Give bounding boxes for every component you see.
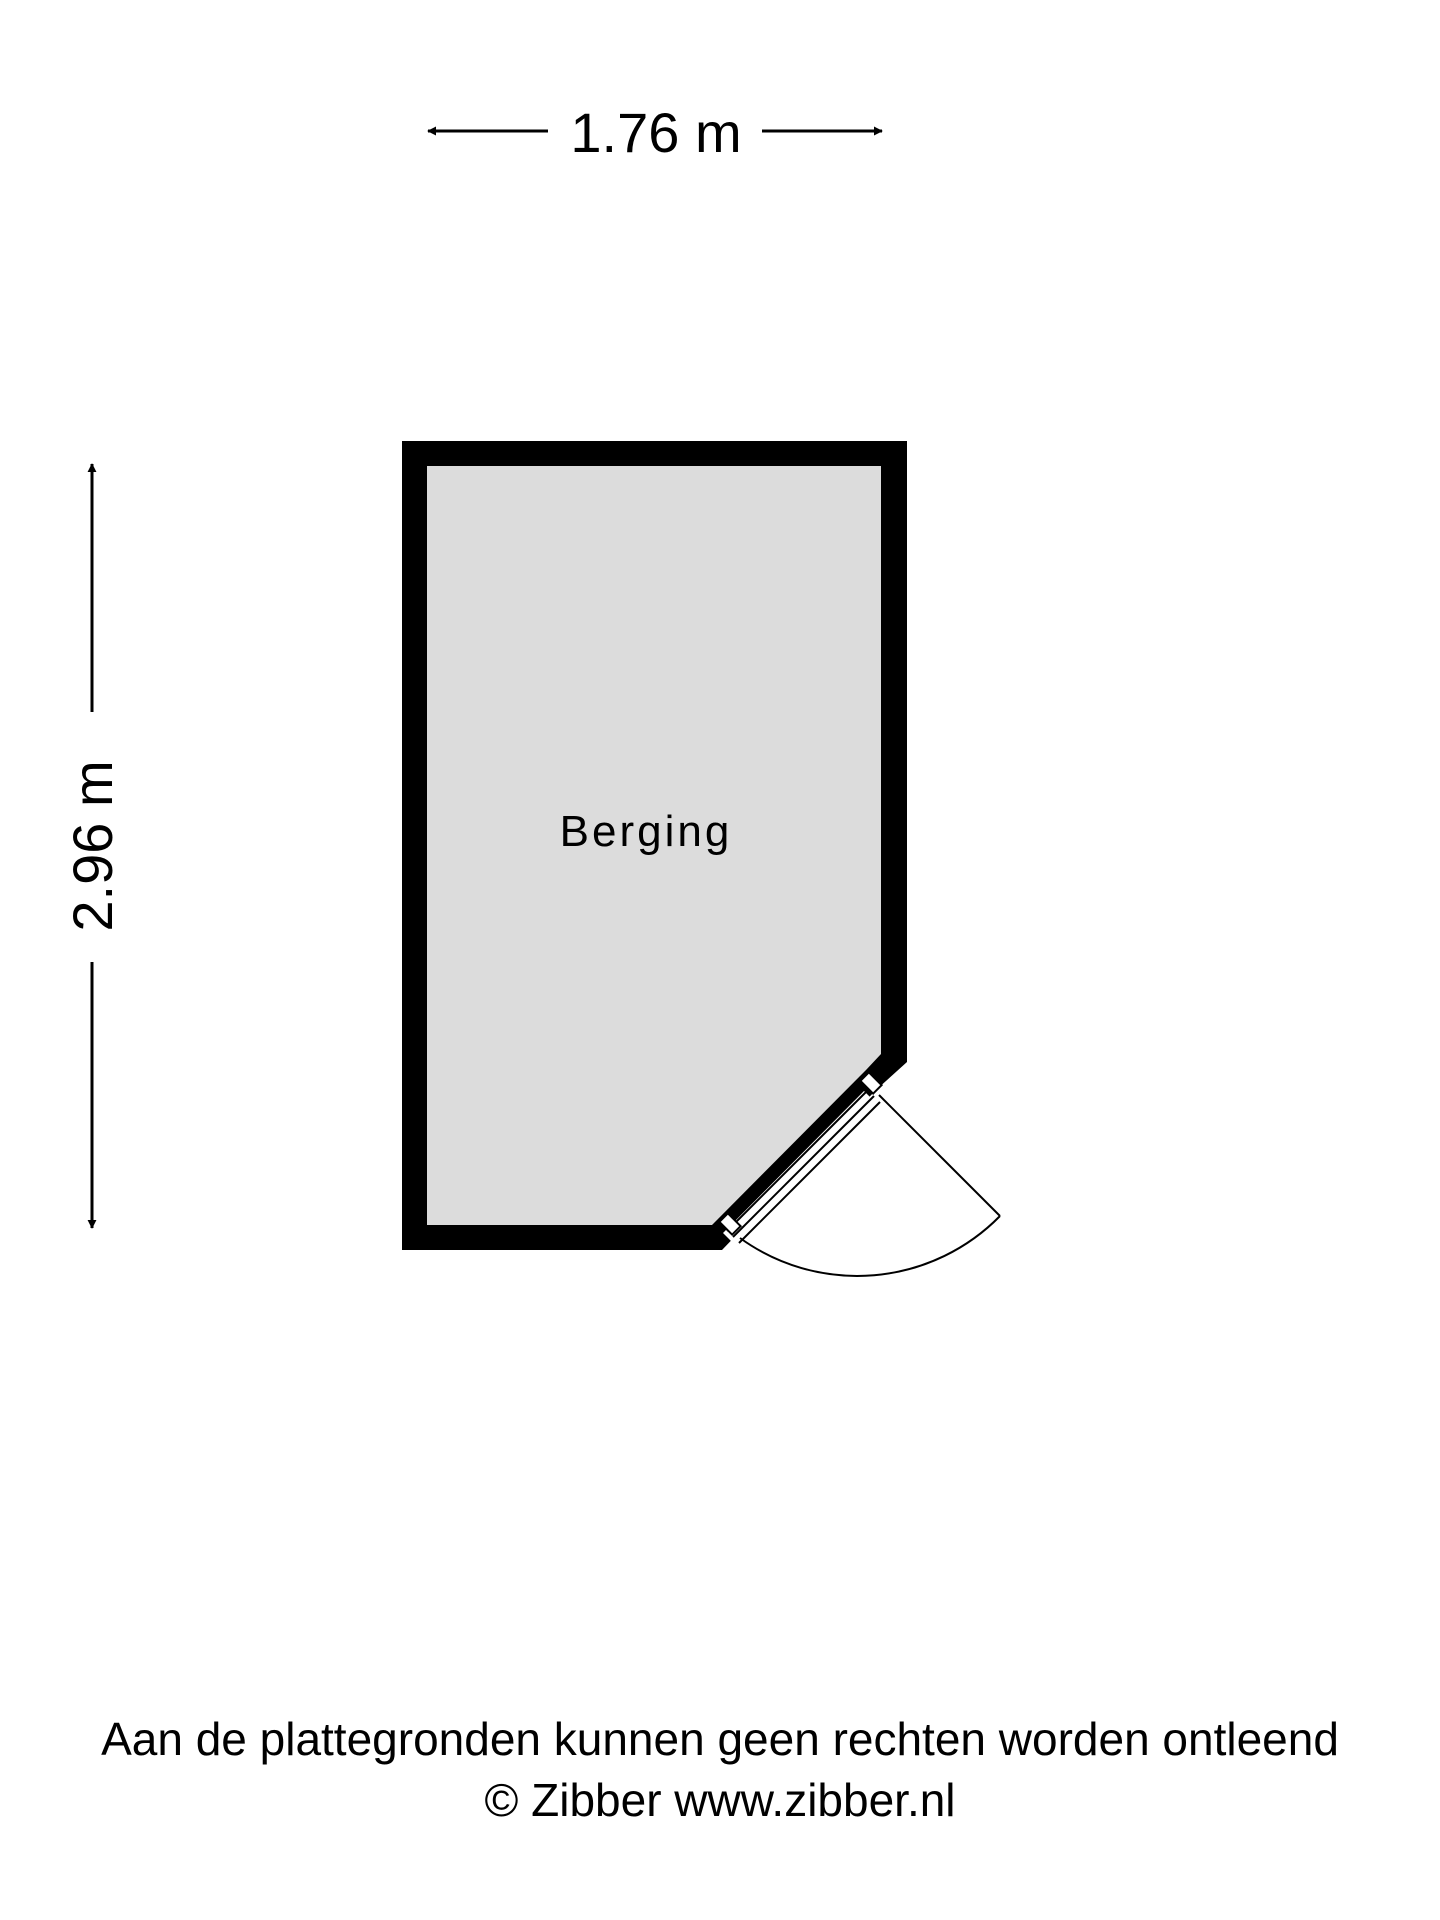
door-opening bbox=[723, 1091, 883, 1252]
room-storage bbox=[402, 441, 907, 1250]
door-leaf bbox=[878, 1094, 1001, 1217]
height-dimension-label: 2.96 m bbox=[61, 760, 124, 931]
room-label: Berging bbox=[560, 807, 733, 856]
door-frame-line-2 bbox=[732, 1095, 875, 1238]
door-jamb-upper bbox=[858, 1070, 884, 1096]
width-dimension: 1.76 m bbox=[427, 101, 883, 164]
copyright-text: © Zibber www.zibber.nl bbox=[484, 1774, 956, 1826]
door-swing-arc bbox=[739, 1215, 1001, 1277]
disclaimer-text: Aan de plattegronden kunnen geen rechten… bbox=[101, 1713, 1339, 1765]
height-dimension: 2.96 m bbox=[61, 463, 124, 1229]
door-frame-line-3 bbox=[738, 1101, 881, 1244]
width-dimension-label: 1.76 m bbox=[570, 101, 741, 164]
door bbox=[717, 1070, 1001, 1277]
door-frame-line-1 bbox=[726, 1089, 869, 1232]
door-jamb-lower bbox=[717, 1211, 743, 1237]
room-floor bbox=[427, 466, 881, 1225]
